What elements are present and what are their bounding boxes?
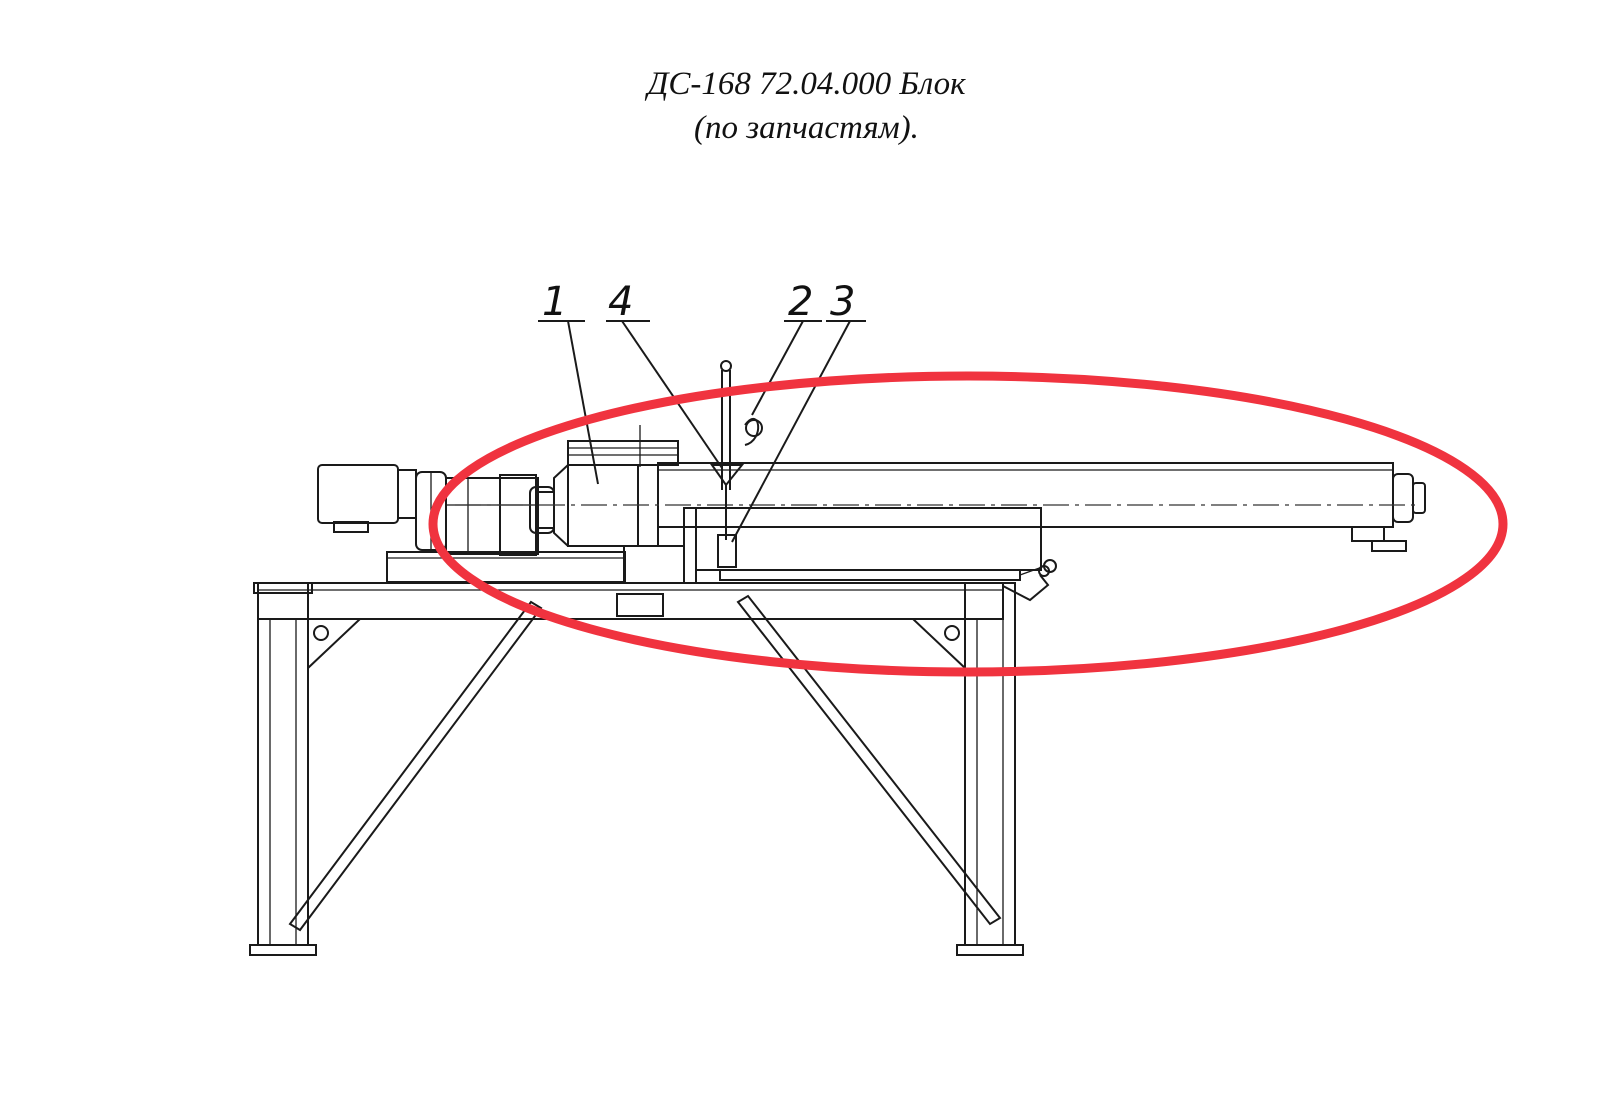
name-plate xyxy=(616,593,664,617)
callouts: 1 4 2 3 xyxy=(542,279,855,325)
title-line-1: ДС-168 72.04.000 Блок xyxy=(647,66,966,102)
brace-left xyxy=(288,600,543,932)
drive-unit xyxy=(317,464,626,583)
bolt-hole-left xyxy=(313,625,329,641)
tube-end-cap xyxy=(1392,473,1414,523)
feeder-housing xyxy=(553,425,697,584)
callout-1: 1 xyxy=(542,279,567,325)
drawing-title: ДС-168 72.04.000 Блок (по запчастям). xyxy=(0,62,1613,150)
callout-2: 2 xyxy=(788,279,813,325)
support-frame xyxy=(249,565,1050,956)
title-line-2: (по запчастям). xyxy=(694,110,919,146)
leader-lines xyxy=(538,320,866,543)
electric-motor xyxy=(317,464,399,524)
highlight-ellipse xyxy=(428,371,1508,677)
gearbox xyxy=(445,477,539,555)
valve-body xyxy=(710,464,745,487)
valve-base-block xyxy=(717,534,737,568)
callout-4: 4 xyxy=(608,279,633,325)
callout-3: 3 xyxy=(830,279,855,325)
brace-right xyxy=(736,594,1002,926)
hopper-inlet xyxy=(567,440,679,466)
conveyor-tube xyxy=(455,462,1426,581)
bolt-hole-right xyxy=(944,625,960,641)
